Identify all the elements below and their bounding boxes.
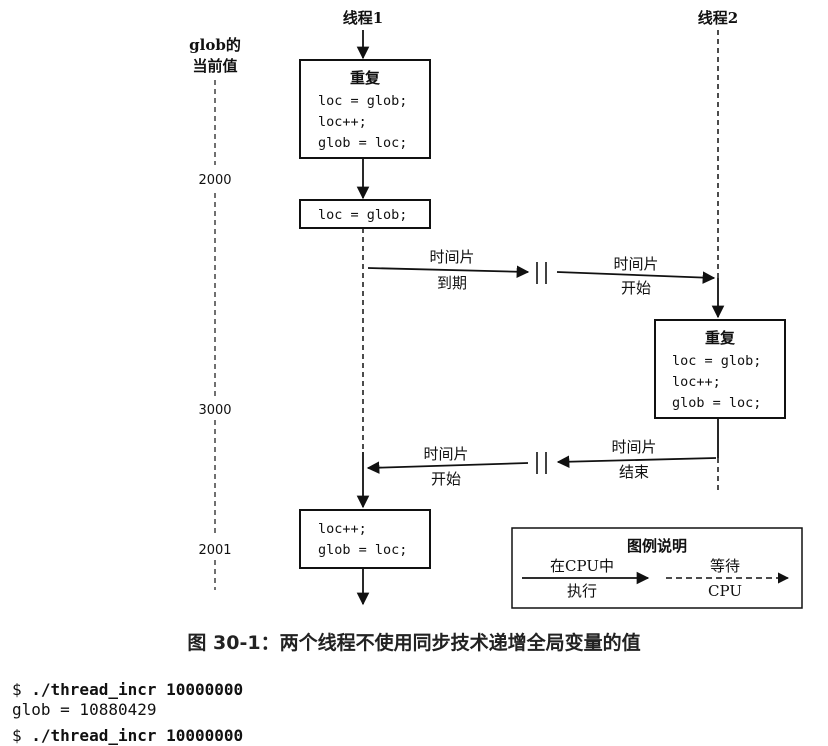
t2-repeat-title: 重复	[705, 329, 736, 347]
t1-repeat-line1: loc = glob;	[318, 93, 407, 109]
t1-load-line: loc = glob;	[318, 207, 407, 223]
figure-caption: 图 30-1：两个线程不使用同步技术递增全局变量的值	[187, 632, 641, 654]
t1-final-line1: loc++;	[318, 521, 367, 537]
t1-start-label2: 开始	[431, 470, 461, 488]
glob-value-3000: 3000	[198, 403, 231, 418]
t2-start-label2: 开始	[621, 279, 651, 297]
terminal-command: ./thread_incr 10000000	[31, 726, 244, 745]
t2-repeat-line3: glob = loc;	[672, 395, 761, 411]
legend-running-label2: 执行	[567, 582, 597, 600]
t2-start-label1: 时间片	[613, 255, 658, 273]
context-switch-marker-top	[536, 262, 547, 284]
terminal-command: ./thread_incr 10000000	[31, 680, 244, 699]
t1-repeat-box	[299, 59, 431, 159]
legend-running-label1: 在CPU中	[550, 557, 614, 575]
t2-repeat-line2: loc++;	[672, 374, 721, 390]
t1-start-label1: 时间片	[423, 445, 468, 463]
t1-expire-arrow	[367, 265, 530, 279]
legend-box	[511, 527, 803, 609]
terminal-line-2: glob = 10880429	[12, 700, 157, 719]
t1-repeat-line2: loc++;	[318, 114, 367, 130]
thread-race-diagram: 线程1 线程2 glob的 当前值 2000 3000 2001 重复 loc …	[189, 9, 803, 609]
t2-end-arrow	[556, 455, 717, 469]
t2-end-label2: 结束	[619, 463, 649, 481]
t2-repeat-box	[654, 319, 786, 419]
glob-value-2001: 2001	[198, 543, 231, 558]
legend-title: 图例说明	[627, 537, 687, 555]
context-switch-marker-bottom	[536, 452, 547, 474]
terminal-line-1: $ ./thread_incr 10000000	[12, 680, 243, 700]
thread2-label: 线程2	[698, 9, 738, 27]
glob-header-line2: 当前值	[192, 57, 237, 75]
t1-expire-label2: 到期	[437, 274, 467, 292]
thread1-label: 线程1	[343, 9, 383, 27]
terminal-prompt: $	[12, 680, 32, 699]
glob-value-2000: 2000	[198, 173, 231, 188]
t2-start-transition-arrow	[556, 271, 716, 284]
legend-waiting-label2: CPU	[708, 582, 742, 600]
t1-expire-label1: 时间片	[429, 248, 474, 266]
t1-start-transition-arrow	[366, 461, 529, 474]
terminal-line-3: $ ./thread_incr 10000000	[12, 726, 243, 746]
t2-repeat-line1: loc = glob;	[672, 353, 761, 369]
t1-repeat-title: 重复	[350, 69, 381, 87]
terminal-prompt: $	[12, 726, 32, 745]
t1-final-line2: glob = loc;	[318, 542, 407, 558]
t1-final-box	[299, 509, 431, 569]
legend-waiting-label1: 等待	[710, 557, 740, 575]
t2-end-label1: 时间片	[611, 438, 656, 456]
t1-repeat-line3: glob = loc;	[318, 135, 407, 151]
glob-header-line1: glob的	[189, 36, 241, 54]
t1-load-box	[299, 199, 431, 229]
